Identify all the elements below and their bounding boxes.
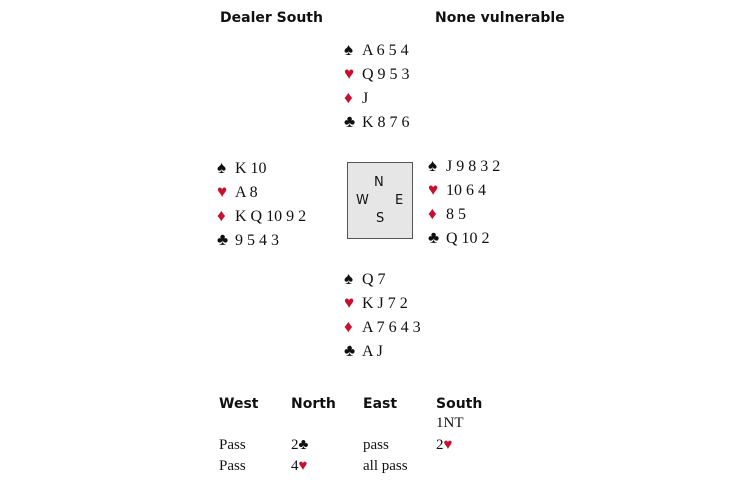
auction-header-north: North xyxy=(291,396,336,412)
east-hand: ♠ J 9 8 3 2 ♥ 10 6 4 ♦ 8 5 ♣ Q 10 2 xyxy=(428,154,500,250)
east-diamonds: 8 5 xyxy=(446,206,466,223)
north-hearts: Q 9 5 3 xyxy=(362,66,410,83)
auction-header-east: East xyxy=(363,396,398,412)
auction-header-south: South xyxy=(436,396,483,412)
heart-icon: ♥ xyxy=(443,437,453,453)
auction-call: 2♣ xyxy=(291,437,308,454)
club-icon: ♣ xyxy=(298,437,309,453)
call-level: 2 xyxy=(291,437,299,453)
call-level: 2 xyxy=(436,437,444,453)
compass-west: W xyxy=(356,193,369,208)
club-icon: ♣ xyxy=(344,112,356,131)
east-spades: J 9 8 3 2 xyxy=(446,158,501,175)
south-diamonds: A 7 6 4 3 xyxy=(362,319,421,336)
compass-north: N xyxy=(374,175,384,190)
east-clubs: Q 10 2 xyxy=(446,230,490,247)
auction-call: 4♥ xyxy=(291,458,307,475)
diamond-icon: ♦ xyxy=(428,204,437,223)
auction-call: Pass xyxy=(219,437,246,453)
club-icon: ♣ xyxy=(344,341,356,360)
diamond-icon: ♦ xyxy=(344,317,353,336)
west-diamonds: K Q 10 9 2 xyxy=(235,208,307,225)
west-spades: K 10 xyxy=(235,160,267,177)
east-hearts: 10 6 4 xyxy=(446,182,486,199)
south-hand: ♠ Q 7 ♥ K J 7 2 ♦ A 7 6 4 3 ♣ A J xyxy=(344,267,421,363)
west-hand: ♠ K 10 ♥ A 8 ♦ K Q 10 9 2 ♣ 9 5 4 3 xyxy=(217,156,306,252)
diamond-icon: ♦ xyxy=(217,206,226,225)
dealer-label: Dealer South xyxy=(220,10,323,26)
compass-east: E xyxy=(395,193,404,208)
heart-icon: ♥ xyxy=(344,293,355,312)
auction-header-west: West xyxy=(219,396,259,412)
heart-icon: ♥ xyxy=(298,458,308,474)
auction-call: all pass xyxy=(363,458,408,474)
north-spades: A 6 5 4 xyxy=(362,42,409,59)
diamond-icon: ♦ xyxy=(344,88,353,107)
south-clubs: A J xyxy=(362,343,383,360)
call-level: 4 xyxy=(291,458,299,474)
heart-icon: ♥ xyxy=(344,64,355,83)
auction-call: pass xyxy=(363,437,389,453)
south-hearts: K J 7 2 xyxy=(362,295,408,312)
auction-call: 2♥ xyxy=(436,437,452,454)
compass-box: N W E S xyxy=(347,162,413,239)
auction-call: 1NT xyxy=(436,415,464,431)
west-hearts: A 8 xyxy=(235,184,258,201)
north-diamonds: J xyxy=(362,90,369,107)
north-hand: ♠ A 6 5 4 ♥ Q 9 5 3 ♦ J ♣ K 8 7 6 xyxy=(344,38,410,134)
compass-south: S xyxy=(376,211,385,226)
north-clubs: K 8 7 6 xyxy=(362,114,410,131)
club-icon: ♣ xyxy=(217,230,229,249)
club-icon: ♣ xyxy=(428,228,440,247)
vulnerability-label: None vulnerable xyxy=(435,10,565,26)
auction-call: Pass xyxy=(219,458,246,474)
south-spades: Q 7 xyxy=(362,271,386,288)
spade-icon: ♠ xyxy=(428,156,438,175)
spade-icon: ♠ xyxy=(344,40,354,59)
spade-icon: ♠ xyxy=(344,269,354,288)
heart-icon: ♥ xyxy=(428,180,439,199)
spade-icon: ♠ xyxy=(217,158,227,177)
west-clubs: 9 5 4 3 xyxy=(235,232,279,249)
heart-icon: ♥ xyxy=(217,182,228,201)
